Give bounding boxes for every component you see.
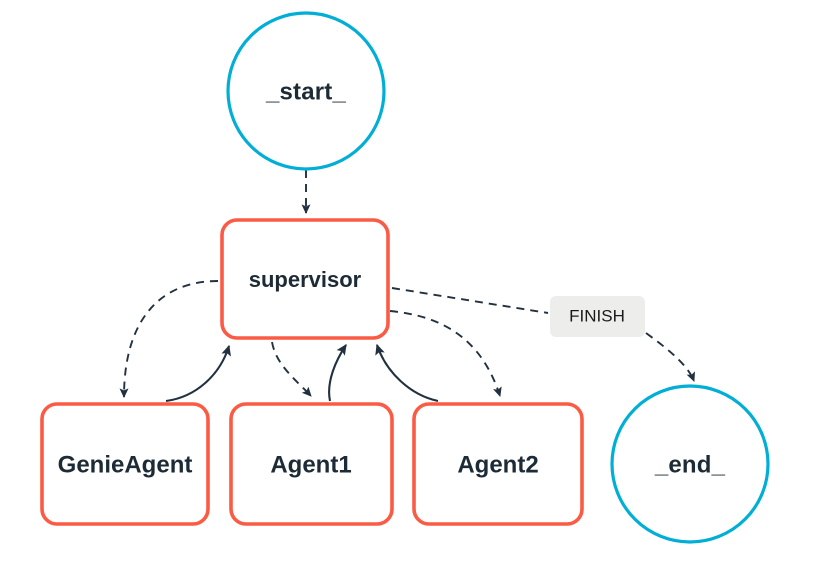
node-end[interactable]: _end_ [610,384,770,544]
node-end-label: _end_ [654,451,726,478]
node-supervisor[interactable]: supervisor [220,218,390,340]
edge-supervisor-to-agent1[interactable] [271,341,312,397]
node-supervisor-label: supervisor [249,267,362,292]
node-start-label: _start_ [265,78,347,105]
edge-agent1-to-supervisor[interactable] [328,344,347,402]
edge-supervisor-to-genieagent[interactable] [119,280,219,399]
node-agent2-label: Agent2 [457,451,538,478]
node-genieagent-shape [40,402,210,526]
node-start[interactable]: _start_ [226,11,386,171]
node-agent1-label: Agent1 [270,451,351,478]
node-agent2[interactable]: Agent2 [412,402,584,526]
edge-supervisor-to-finish[interactable] [391,287,549,314]
edge-supervisor-to-agent2[interactable] [389,310,502,397]
edge-label-finish-box [550,296,645,337]
node-end-shape [610,384,770,544]
edge-layer [119,170,695,403]
edge-finish-to-end[interactable] [645,332,695,382]
node-agent2-shape [412,402,584,526]
edge-label-finish[interactable]: FINISH [550,296,645,337]
node-start-shape [226,11,386,171]
node-genieagent[interactable]: GenieAgent [40,402,210,526]
edge-label-layer: FINISH [550,296,645,337]
node-agent1[interactable]: Agent1 [229,402,394,526]
node-agent1-shape [229,402,394,526]
node-genieagent-label: GenieAgent [58,451,193,478]
node-supervisor-shape [220,218,390,340]
node-layer: _start_ supervisor GenieAgent Agent1 Age… [40,11,770,544]
edge-agent2-to-supervisor[interactable] [375,343,439,403]
edge-label-finish-text: FINISH [569,306,625,325]
edge-genieagent-to-supervisor[interactable] [165,344,231,403]
